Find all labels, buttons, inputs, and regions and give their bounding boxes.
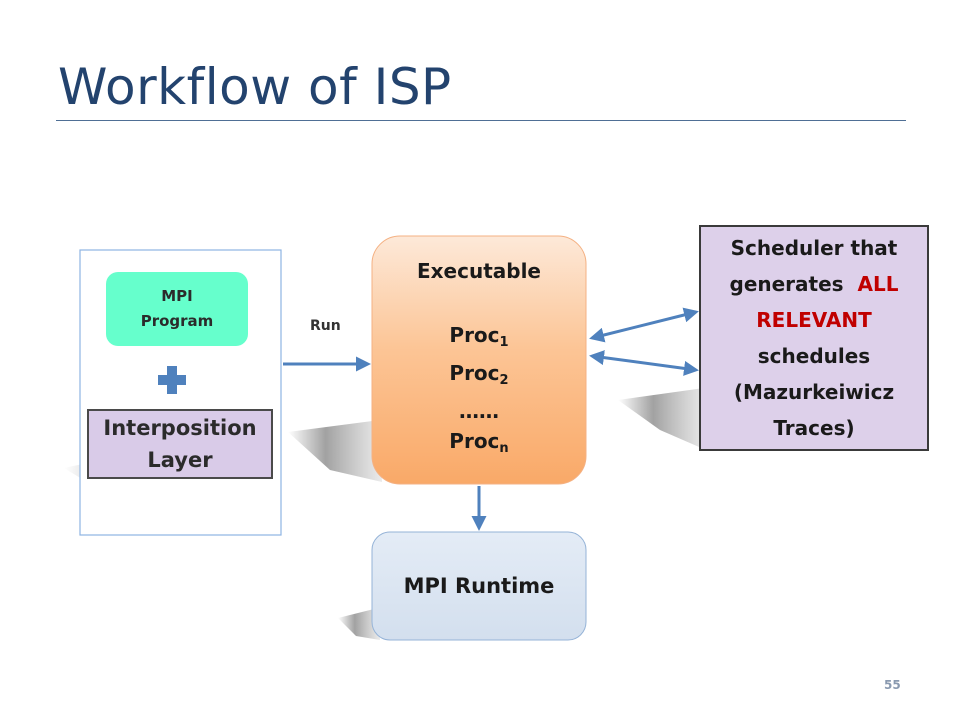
- proc-ellipsis: ……: [459, 399, 499, 423]
- proc-1: Proc1: [449, 323, 509, 350]
- mpi-program-label: MPI Program: [106, 272, 248, 346]
- interposition-line2: Layer: [147, 448, 213, 472]
- mpi-runtime-box: [371, 531, 587, 641]
- proc-n: Procn: [449, 429, 509, 456]
- scheduler-line1: Scheduler that: [730, 236, 898, 260]
- scheduler-highlight-all: ALL: [857, 272, 899, 296]
- proc-2: Proc2: [449, 361, 509, 388]
- shadow-scheduler: [618, 388, 706, 450]
- run-label: Run: [310, 318, 341, 334]
- shadow-runtime: [338, 608, 380, 640]
- plus-icon: [158, 366, 186, 394]
- executable-label: Executable Proc1 Proc2 …… Procn: [372, 236, 586, 484]
- scheduler-arrow-lower: [589, 350, 699, 376]
- interposition-layer-label: Interposition Layer: [88, 410, 272, 478]
- scheduler-line6: Traces): [773, 416, 855, 440]
- mpi-program-line1: MPI: [161, 287, 193, 305]
- mpi-runtime-label: MPI Runtime: [403, 574, 555, 598]
- interposition-line1: Interposition: [103, 416, 257, 440]
- title-divider: [56, 120, 906, 121]
- mpi-program-box: [106, 272, 248, 346]
- scheduler-line5: (Mazurkeiwicz: [733, 380, 895, 404]
- shadow-executable: [288, 420, 382, 482]
- mpi-program-line2: Program: [140, 312, 214, 330]
- scheduler-arrow-upper: [589, 307, 699, 343]
- page-number: 55: [884, 678, 901, 692]
- scheduler-label: Scheduler that generates ALL RELEVANT sc…: [700, 226, 928, 450]
- executable-heading: Executable: [416, 259, 541, 283]
- scheduler-highlight-relevant: RELEVANT: [756, 308, 872, 332]
- scheduler-line4: schedules: [757, 344, 871, 368]
- slide-title: Workflow of ISP: [58, 58, 452, 116]
- scheduler-line2: generates ALL: [729, 272, 899, 296]
- scheduler-box: [699, 225, 929, 451]
- executable-box: [371, 235, 587, 485]
- interposition-layer-box: [87, 409, 273, 479]
